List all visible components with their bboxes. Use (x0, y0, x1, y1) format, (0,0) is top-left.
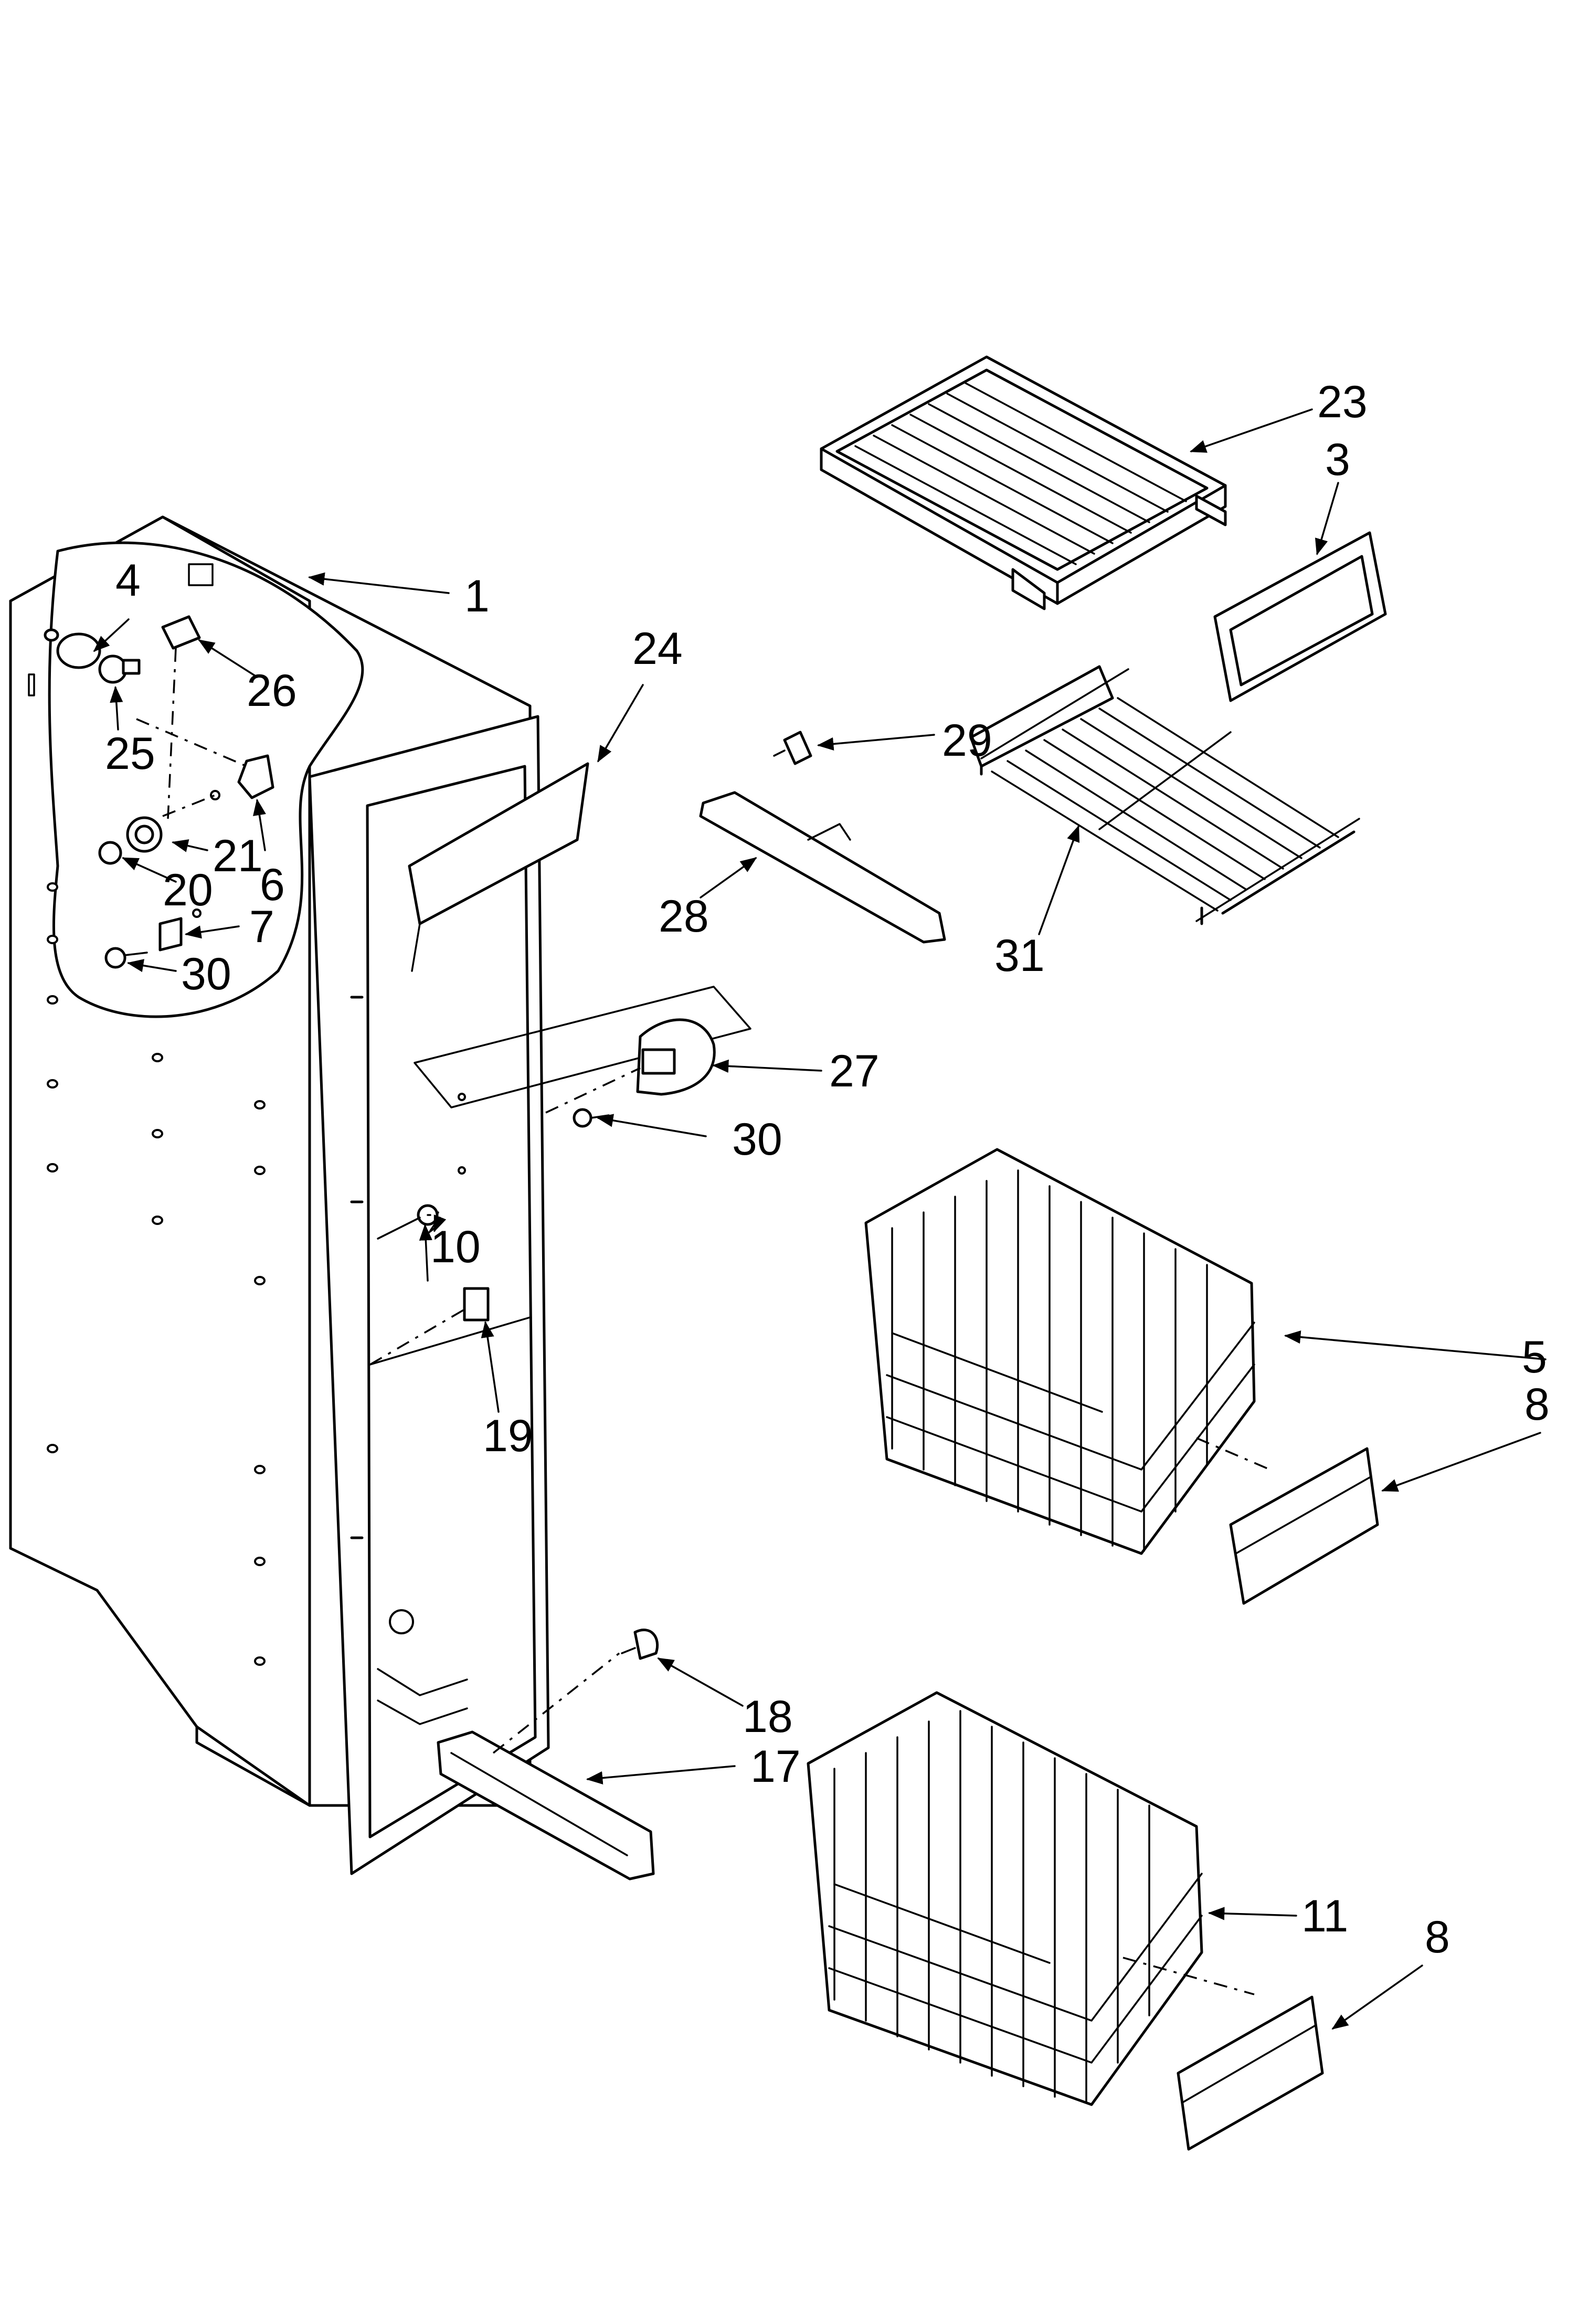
light-assembly-parts (44, 615, 274, 969)
wire-basket-5 (864, 1148, 1270, 1555)
callout-30-lower: 30 (732, 1114, 782, 1165)
wire-basket-11 (807, 1691, 1255, 2106)
callout-4: 4 (115, 555, 141, 606)
callout-labels: 1 3 4 5 6 7 8 8 10 11 17 18 19 20 21 23 … (105, 377, 1550, 1962)
callout-25: 25 (105, 728, 155, 779)
callout-28: 28 (659, 891, 709, 942)
basket-front-8-upper (1229, 1447, 1379, 1605)
callout-27: 27 (829, 1046, 880, 1096)
leader-lines (93, 408, 1547, 2030)
shelf-panel-3 (1213, 531, 1387, 702)
callout-29: 29 (942, 715, 992, 766)
wire-shelf-23 (820, 355, 1227, 610)
wire-shelf-31 (969, 665, 1360, 925)
callout-21: 21 (213, 831, 263, 881)
callout-1: 1 (464, 571, 490, 621)
callout-24: 24 (632, 624, 683, 674)
callout-17: 17 (750, 1741, 801, 1792)
callout-18: 18 (743, 1692, 793, 1742)
callout-3: 3 (1325, 435, 1350, 485)
callout-26: 26 (247, 665, 297, 716)
callout-30-upper: 30 (181, 949, 231, 999)
leader-10 (419, 1223, 432, 1282)
callout-7: 7 (249, 902, 274, 952)
callout-19: 19 (483, 1411, 533, 1461)
toe-grille-17 (437, 1629, 659, 1881)
callout-10: 10 (430, 1222, 481, 1272)
shelf-bracket-28 (699, 731, 946, 944)
callout-23: 23 (1317, 377, 1368, 427)
basket-front-8-lower (1177, 1995, 1324, 2151)
callout-5: 5 (1522, 1332, 1547, 1382)
callout-6: 6 (260, 860, 285, 910)
callout-20: 20 (163, 865, 213, 915)
callout-31: 31 (994, 931, 1045, 981)
front-frame (308, 715, 550, 1875)
callout-8-upper: 8 (1524, 1379, 1550, 1430)
callout-8-lower: 8 (1425, 1912, 1450, 1962)
duct-cover-24 (408, 762, 589, 972)
callout-11: 11 (1301, 1891, 1348, 1941)
